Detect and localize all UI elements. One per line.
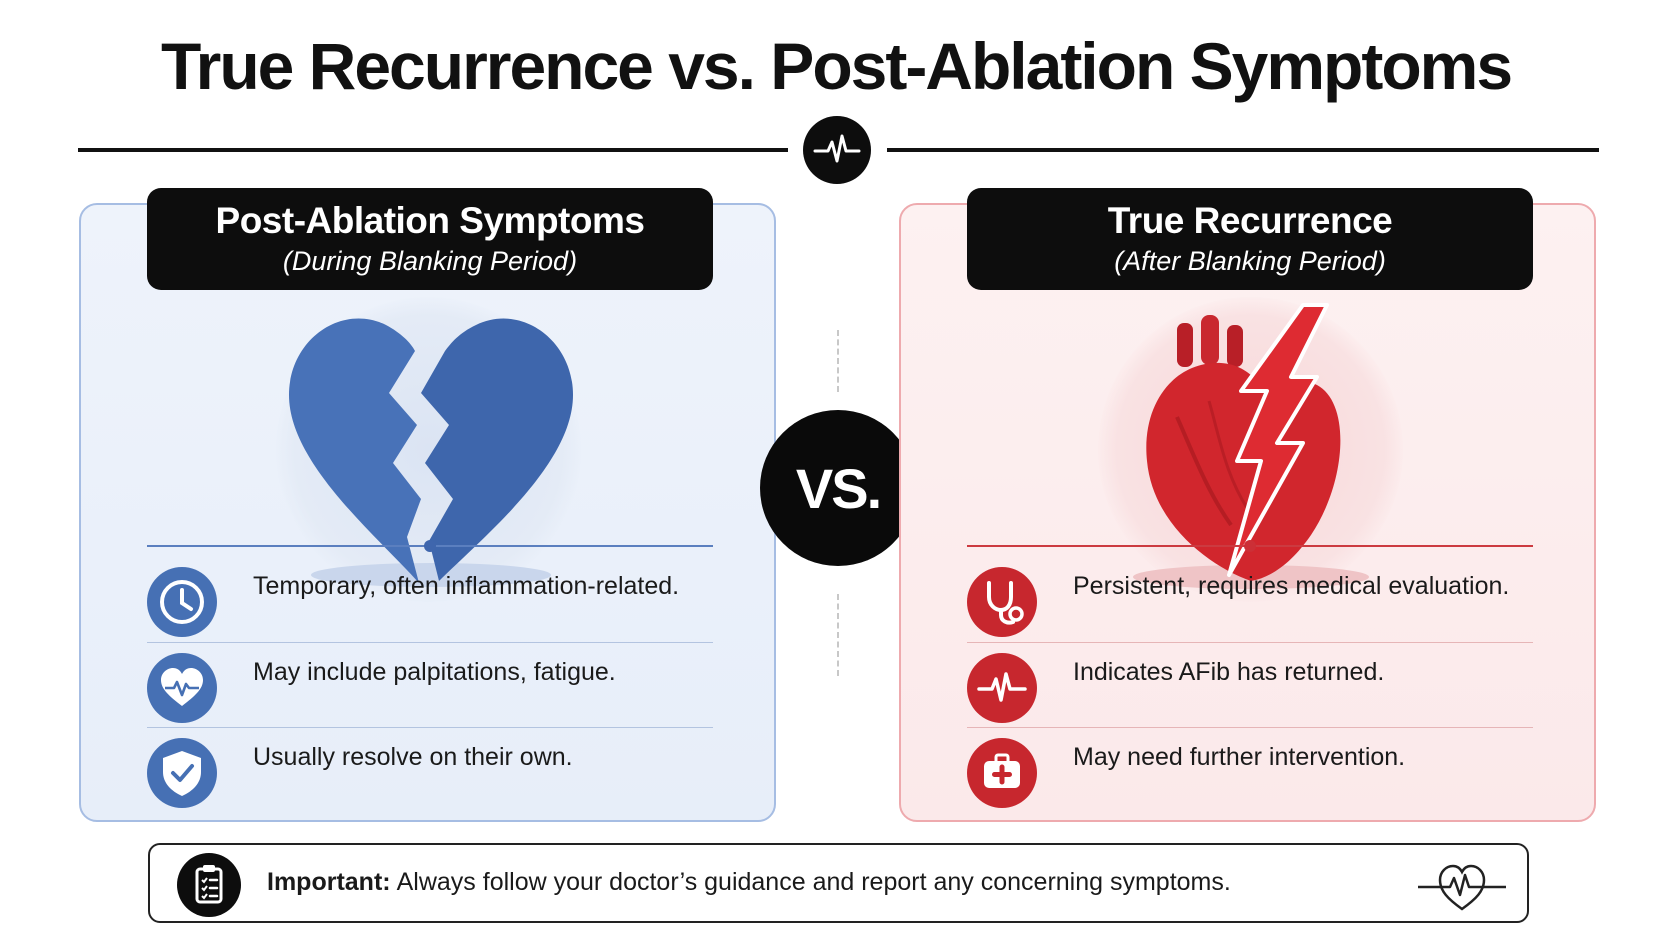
heart-ecg-outline-icon [1418, 864, 1506, 911]
post-ablation-header: Post-Ablation Symptoms (During Blanking … [147, 188, 713, 290]
divider-dot [1244, 540, 1256, 552]
clock-icon [147, 567, 217, 637]
item-text: Persistent, requires medical evaluation. [1073, 572, 1510, 600]
list-item: Usually resolve on their own. [147, 727, 713, 812]
list-item: Indicates AFib has returned. [967, 642, 1533, 727]
stethoscope-icon [967, 567, 1037, 637]
item-text: May need further intervention. [1073, 743, 1406, 771]
true-recurrence-subtitle: (After Blanking Period) [1114, 246, 1386, 276]
post-ablation-list: Temporary, often inflammation-related. M… [147, 557, 713, 812]
title-rule-right [887, 148, 1599, 152]
center-dashed-line [837, 594, 839, 676]
true-recurrence-title: True Recurrence [1107, 200, 1393, 241]
item-text: Indicates AFib has returned. [1073, 658, 1385, 686]
right-divider [967, 540, 1533, 552]
true-recurrence-header: True Recurrence (After Blanking Period) [967, 188, 1533, 290]
heart-pulse-icon [147, 653, 217, 723]
page-title: True Recurrence vs. Post-Ablation Sympto… [160, 29, 1513, 103]
first-aid-kit-icon [967, 738, 1037, 808]
item-text: Usually resolve on their own. [253, 743, 573, 771]
vs-badge: VS. [760, 410, 916, 566]
note-label: Important: [267, 868, 391, 896]
post-ablation-subtitle: (During Blanking Period) [282, 246, 578, 276]
ecg-pulse-icon [803, 116, 871, 184]
important-note: Important:Always follow your doctor’s gu… [148, 843, 1529, 923]
note-body: Always follow your doctor’s guidance and… [396, 868, 1231, 896]
center-dashed-line [837, 330, 839, 392]
post-ablation-title: Post-Ablation Symptoms [215, 200, 645, 241]
divider-dot [424, 540, 436, 552]
broken-heart-icon [289, 318, 573, 587]
list-item: Temporary, often inflammation-related. [147, 557, 713, 642]
list-item: Persistent, requires medical evaluation. [967, 557, 1533, 642]
item-text: May include palpitations, fatigue. [253, 658, 616, 686]
title-rule-left [78, 148, 788, 152]
list-item: May need further intervention. [967, 727, 1533, 812]
shield-check-icon [147, 738, 217, 808]
left-divider [147, 540, 713, 552]
list-item: May include palpitations, fatigue. [147, 642, 713, 727]
item-text: Temporary, often inflammation-related. [253, 572, 680, 600]
true-recurrence-list: Persistent, requires medical evaluation.… [967, 557, 1533, 812]
clipboard-checklist-icon [177, 853, 241, 917]
ecg-pulse-icon [967, 653, 1037, 723]
post-ablation-panel: Post-Ablation Symptoms (During Blanking … [79, 188, 776, 822]
true-recurrence-panel: True Recurrence (After Blanking Period) … [899, 188, 1596, 822]
note-text: Important:Always follow your doctor’s gu… [267, 868, 1231, 897]
heart-lightning-icon [1133, 303, 1369, 589]
